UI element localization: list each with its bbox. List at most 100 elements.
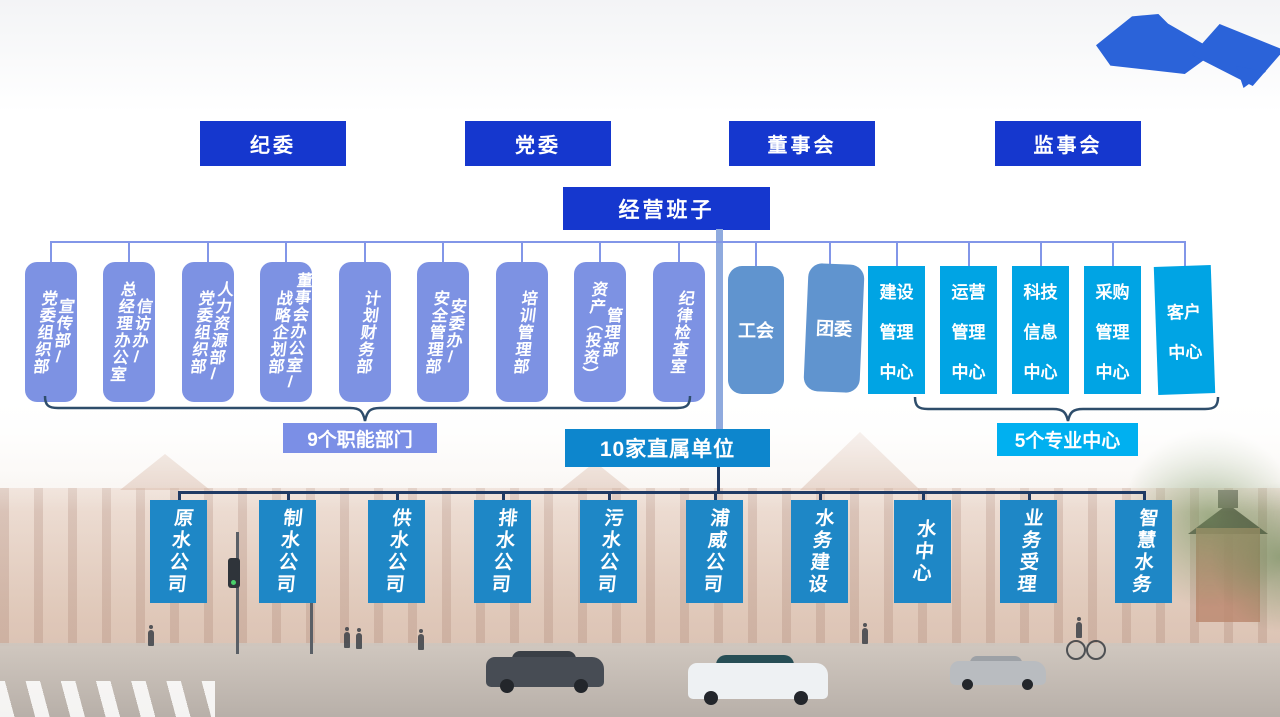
connector-lower-horizontal	[179, 491, 1145, 494]
connector-stub	[502, 491, 505, 501]
box-party-committee: 党委	[465, 121, 611, 166]
subsidiary-smart-water: 智慧水务	[1115, 500, 1172, 603]
connector-stub	[521, 241, 523, 263]
connector-stub	[285, 241, 287, 263]
box-label: 团委	[815, 318, 853, 340]
box-label: 水务建设	[804, 507, 835, 596]
subsidiary-water-center: 水中心	[894, 500, 951, 603]
label-9-functional-departments: 9个职能部门	[283, 423, 437, 453]
subsidiary-puwei: 浦威公司	[686, 500, 743, 603]
connector-stub	[1028, 491, 1031, 501]
center-label-line: 客户	[1166, 301, 1202, 323]
photo-brick-building	[0, 488, 1280, 646]
box-label: 经营班子	[618, 198, 715, 222]
connector-stub	[1184, 241, 1186, 266]
label-10-direct-subsidiaries: 10家直属单位	[565, 429, 770, 467]
connector-stub	[608, 491, 611, 501]
subsidiary-water-production: 制水公司	[259, 500, 316, 603]
photo-bicycle-wheel	[1066, 640, 1086, 660]
box-label: 水中心	[908, 518, 937, 585]
box-label: 纪委	[250, 135, 296, 157]
box-label: 监事会	[1033, 135, 1103, 157]
center-label-line: 信息	[1023, 322, 1058, 342]
subsidiary-water-construction: 水务建设	[791, 500, 848, 603]
photo-pedestrian	[418, 629, 424, 650]
box-board-of-directors: 董事会	[729, 121, 875, 166]
dept-label-col: 纪律检查室	[666, 289, 694, 375]
center-label-line: 采购	[1095, 282, 1130, 302]
center-label-line: 中心	[879, 362, 914, 382]
box-label: 污水公司	[593, 507, 624, 596]
center-procurement-management: 采购 管理 中心	[1084, 266, 1141, 394]
dept-planning-finance: 计划财务部	[339, 262, 391, 402]
group-label-text: 5个专业中心	[1014, 431, 1121, 452]
box-label: 业务受理	[1013, 507, 1044, 596]
center-label-line: 中心	[1167, 341, 1203, 363]
center-label-line: 管理	[1095, 322, 1130, 342]
photo-wheel	[962, 679, 973, 690]
photo-crosswalk	[0, 681, 215, 717]
subsidiary-sewage: 污水公司	[580, 500, 637, 603]
box-supervisory-board: 监事会	[995, 121, 1141, 166]
photo-cyclist	[1076, 617, 1082, 638]
photo-traffic-pole	[236, 532, 239, 654]
box-youth-league: 团委	[803, 262, 865, 394]
center-technology-information: 科技 信息 中心	[1012, 266, 1069, 394]
connector-stub	[922, 491, 925, 501]
box-management-team: 经营班子	[563, 187, 770, 230]
dept-discipline-inspection: 纪律检查室	[653, 262, 705, 402]
connector-label-drop	[717, 467, 720, 491]
group-label-text: 9个职能部门	[307, 429, 413, 451]
connector-upper-horizontal	[50, 241, 1186, 243]
center-label-line: 管理	[879, 322, 914, 342]
dept-training-management: 培训管理部	[496, 262, 548, 402]
connector-stub	[207, 241, 209, 263]
subsidiary-drainage: 排水公司	[474, 500, 531, 603]
subsidiary-business-service: 业务受理	[1000, 500, 1057, 603]
photo-pedestrian	[148, 625, 154, 646]
connector-stub	[287, 491, 290, 501]
dept-board-office-strategy: 战略企划部 董事会办公室/	[260, 262, 312, 402]
photo-green-light	[231, 580, 236, 585]
connector-stub	[178, 491, 181, 501]
connector-stub	[599, 241, 601, 263]
connector-stub	[896, 241, 898, 266]
box-labor-union: 工会	[728, 266, 784, 394]
connector-stub	[396, 491, 399, 501]
photo-wheel	[1022, 679, 1033, 690]
center-label-line: 中心	[1023, 362, 1058, 382]
connector-stub	[128, 241, 130, 263]
center-label-line: 中心	[1095, 362, 1130, 382]
center-construction-management: 建设 管理 中心	[868, 266, 925, 394]
photo-pedestrian	[356, 628, 362, 649]
photo-pedestrian	[344, 627, 350, 648]
connector-stub	[755, 241, 757, 266]
photo-wheel	[574, 679, 588, 693]
connector-stub	[50, 241, 52, 263]
center-label-line: 科技	[1023, 282, 1058, 302]
photo-wheel	[500, 679, 514, 693]
dept-asset-investment-management: 资产（投资） 管理部	[574, 262, 626, 402]
box-label: 工会	[738, 321, 774, 341]
box-label: 供水公司	[381, 507, 412, 596]
connector-stub	[714, 491, 717, 501]
center-label-line: 中心	[951, 362, 986, 382]
photo-wheel	[704, 691, 718, 705]
connector-stub	[1143, 491, 1146, 501]
center-operations-management: 运营 管理 中心	[940, 266, 997, 394]
photo-wheel	[794, 691, 808, 705]
group-label-text: 10家直属单位	[599, 438, 736, 461]
box-label: 党委	[515, 135, 561, 157]
box-discipline-committee: 纪委	[200, 121, 346, 166]
connector-stub	[968, 241, 970, 266]
box-label: 智慧水务	[1128, 507, 1159, 596]
center-label-line: 建设	[879, 282, 914, 302]
connector-stub	[1112, 241, 1114, 266]
box-label: 董事会	[767, 135, 837, 157]
label-5-professional-centers: 5个专业中心	[997, 423, 1138, 456]
connector-stub	[819, 491, 822, 501]
connector-stub	[364, 241, 366, 263]
box-label: 浦威公司	[699, 507, 730, 596]
box-label: 排水公司	[487, 507, 518, 596]
